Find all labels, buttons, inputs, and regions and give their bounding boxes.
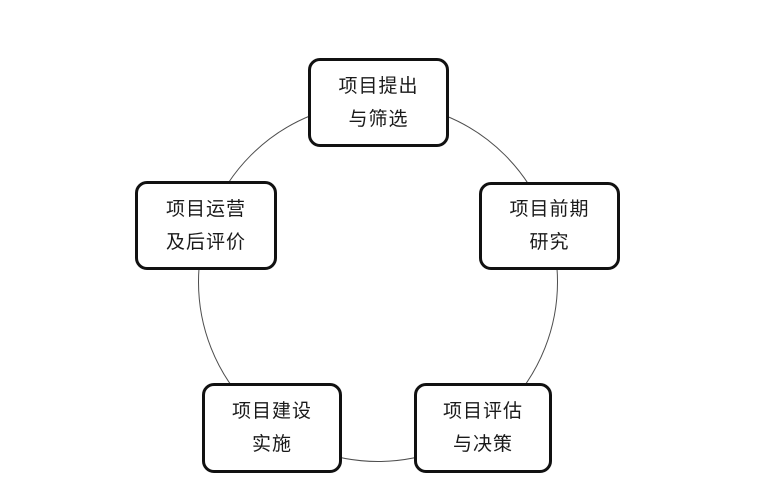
node-label-line1: 项目提出 [338, 75, 419, 97]
node-construction-implementation: 项目建设 实施 [202, 383, 342, 473]
node-label-line2: 与筛选 [348, 108, 409, 130]
node-operation-post-evaluation: 项目运营 及后评价 [135, 181, 277, 270]
node-label-line1: 项目前期 [509, 199, 590, 220]
node-label-line2: 及后评价 [165, 231, 246, 253]
node-label-line1: 项目运营 [165, 198, 246, 220]
node-label-line2: 研究 [529, 232, 570, 253]
node-label-line2: 与决策 [452, 434, 513, 455]
node-label-line2: 实施 [251, 434, 292, 455]
node-evaluation-decision: 项目评估 与决策 [414, 383, 552, 473]
node-preliminary-research: 项目前期 研究 [479, 182, 620, 270]
node-project-proposal-screening: 项目提出 与筛选 [308, 58, 449, 147]
node-label-line1: 项目评估 [442, 401, 523, 422]
node-label-line1: 项目建设 [231, 401, 312, 422]
